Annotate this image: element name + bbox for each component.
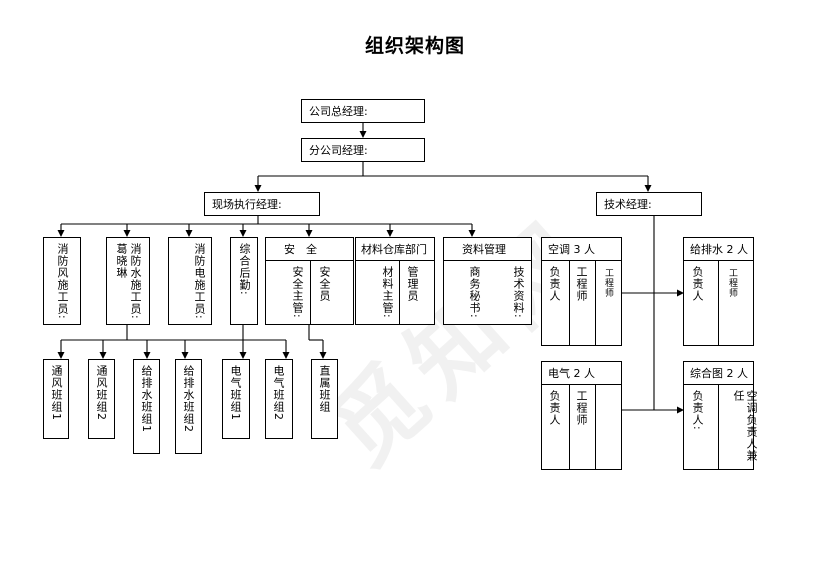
composite-col1: 负责人:	[691, 390, 704, 431]
warehouse-divider	[399, 261, 400, 324]
hvac-header: 空调 3 人	[542, 238, 621, 261]
safety-col1: 安全主管:	[291, 266, 304, 319]
safety-col2: 安全员	[318, 266, 331, 302]
tech-mgr-box: 技术经理:	[596, 192, 702, 216]
electrical-header: 电气 2 人	[542, 362, 621, 385]
hvac-divider	[569, 261, 570, 345]
team-label: 电气班组1	[229, 365, 242, 421]
company-gm-box: 公司总经理:	[301, 99, 425, 123]
team-box: 电气班组1	[222, 359, 250, 439]
plumbing-header: 给排水 2 人	[684, 238, 753, 261]
logistics-box: 综合后勤:	[230, 237, 258, 325]
team-label: 给排水班组1	[140, 365, 153, 433]
team-box: 通风班组2	[88, 359, 115, 439]
documents-dept-box: 资料管理 商务秘书: 技术资料:	[443, 237, 532, 325]
electrical-unit-box: 电气 2 人 负责人 工程师	[541, 361, 622, 470]
team-box: 给排水班组1	[133, 359, 160, 454]
company-gm-label: 公司总经理:	[309, 105, 368, 118]
vent-worker-box: 消防风施工员:	[43, 237, 81, 325]
branch-gm-box: 分公司经理:	[301, 138, 425, 162]
vent-worker-label: 消防风施工员:	[56, 243, 69, 320]
warehouse-col2: 管理员	[406, 266, 419, 302]
electrical-divider	[595, 385, 596, 469]
hvac-unit-box: 空调 3 人 负责人 工程师 工程师	[541, 237, 622, 346]
tech-mgr-label: 技术经理:	[604, 198, 652, 211]
team-box: 电气班组2	[265, 359, 293, 439]
team-box: 直属班组	[311, 359, 338, 439]
team-label: 通风班组2	[95, 365, 108, 421]
water-worker-box: 消防水施工员: 葛晓琳	[106, 237, 150, 325]
documents-header: 资料管理	[444, 238, 531, 261]
composite-divider	[718, 385, 719, 469]
site-exec-label: 现场执行经理:	[212, 198, 282, 211]
plumbing-col1: 负责人	[691, 266, 704, 302]
composite-header: 综合图 2 人	[684, 362, 753, 385]
hvac-divider	[595, 261, 596, 345]
team-label: 给排水班组2	[182, 365, 195, 433]
safety-header: 安 全	[266, 238, 353, 261]
team-box: 给排水班组2	[175, 359, 202, 454]
plumbing-unit-box: 给排水 2 人 负责人 工程师	[683, 237, 754, 346]
elec-worker-box: 消防电施工员:	[168, 237, 212, 325]
branch-gm-label: 分公司经理:	[309, 144, 368, 157]
elec-worker-label: 消防电施工员:	[193, 243, 206, 320]
hvac-col3: 工程师	[603, 268, 613, 298]
page-title: 组织架构图	[364, 35, 465, 57]
water-worker-name: 葛晓琳	[115, 243, 128, 279]
composite-unit-box: 综合图 2 人 负责人: 空调负责人兼任	[683, 361, 758, 470]
documents-col2: 技术资料:	[512, 266, 525, 319]
documents-col1: 商务秘书:	[468, 266, 481, 319]
composite-col2: 空调负责人兼任	[732, 390, 758, 462]
warehouse-header: 材料仓库部门	[356, 238, 434, 261]
electrical-col2: 工程师	[575, 390, 588, 426]
safety-dept-box: 安 全 安全主管: 安全员	[265, 237, 354, 325]
hvac-col1: 负责人	[548, 266, 561, 302]
safety-divider	[310, 261, 311, 324]
logistics-label: 综合后勤:	[238, 243, 251, 296]
team-label: 通风班组1	[50, 365, 63, 421]
team-label: 直属班组	[318, 365, 331, 413]
electrical-col1: 负责人	[548, 390, 561, 426]
hvac-col2: 工程师	[575, 266, 588, 302]
warehouse-col1: 材料主管:	[381, 266, 394, 319]
warehouse-dept-box: 材料仓库部门 材料主管: 管理员	[355, 237, 435, 325]
team-label: 电气班组2	[272, 365, 285, 421]
plumbing-divider	[718, 261, 719, 345]
water-worker-label: 消防水施工员:	[129, 243, 142, 320]
site-exec-box: 现场执行经理:	[204, 192, 320, 216]
plumbing-col2: 工程师	[727, 268, 737, 298]
electrical-divider	[569, 385, 570, 469]
team-box: 通风班组1	[43, 359, 69, 439]
